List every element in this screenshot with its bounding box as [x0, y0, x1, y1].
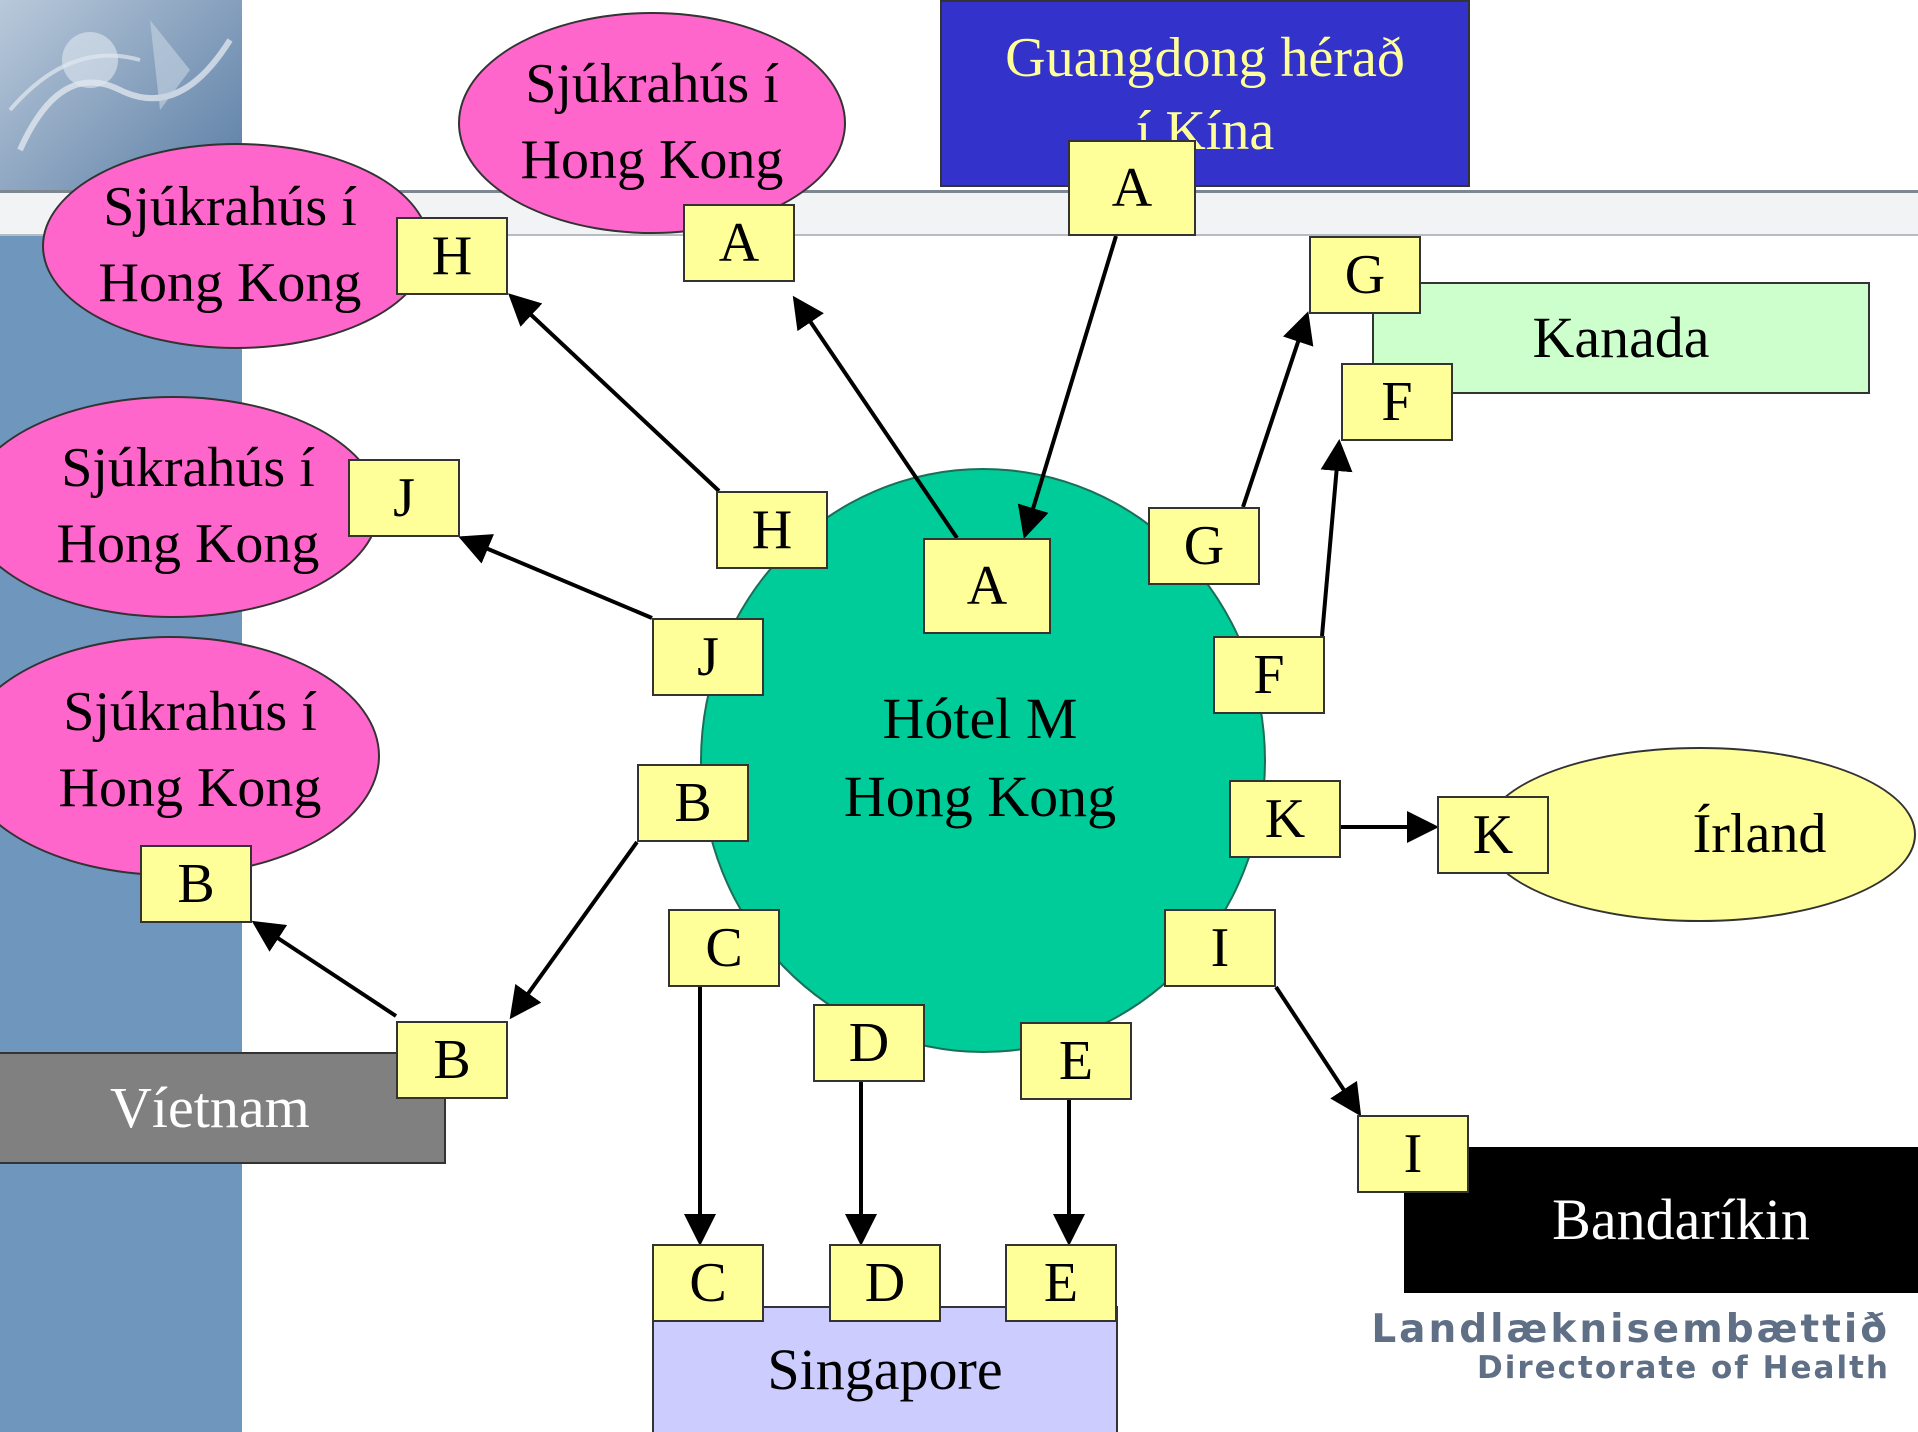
- hospital-4-line1: Sjúkrahús í: [63, 681, 317, 744]
- tag-h-hospital: H: [396, 217, 508, 295]
- tag-i-hotel: I: [1164, 909, 1276, 987]
- hospital-3-line2: Hong Kong: [56, 513, 320, 575]
- tag-d-singapore: D: [829, 1244, 941, 1322]
- hotel-line1: Hótel M: [882, 686, 1078, 751]
- guangdong-line1: Guangdong hérað: [1005, 27, 1405, 89]
- kanada-label: Kanada: [1532, 305, 1710, 371]
- tag-c-hotel: C: [668, 909, 780, 987]
- hospital-3-line1: Sjúkrahús í: [61, 437, 315, 500]
- arrow-b-hospital: [251, 920, 398, 1018]
- hospital-2-line1: Sjúkrahús í: [103, 176, 357, 239]
- irland-ellipse: Írland: [1483, 747, 1916, 922]
- bandarikin-box: Bandaríkin: [1404, 1147, 1918, 1293]
- logo-line1: Landlæknisembættið: [1371, 1307, 1890, 1352]
- arrow-h-hospital: [508, 293, 721, 493]
- hotel-line2: Hong Kong: [843, 764, 1117, 830]
- logo-line2: Directorate of Health: [1477, 1349, 1890, 1386]
- tag-k-hotel: K: [1229, 780, 1341, 858]
- arrow-a-guangdong: [1017, 235, 1118, 539]
- irland-label: Írland: [1692, 802, 1827, 865]
- hospital-4-line2: Hong Kong: [58, 757, 322, 819]
- arrow-f-kanada: [1320, 439, 1353, 637]
- tag-f-hotel: F: [1213, 636, 1325, 714]
- tag-b-hotel: B: [637, 764, 749, 842]
- singapore-label: Singapore: [767, 1337, 1003, 1403]
- tag-a-guangdong: A: [1068, 140, 1196, 236]
- hospital-1-line1: Sjúkrahús í: [525, 53, 779, 116]
- arrow-i-bandarikin: [1274, 985, 1362, 1117]
- tag-e-hotel: E: [1020, 1022, 1132, 1100]
- bandarikin-label: Bandaríkin: [1552, 1187, 1810, 1253]
- tag-i-bandarikin: I: [1357, 1115, 1469, 1193]
- arrow-j-hospital: [458, 534, 653, 620]
- tag-k-irland: K: [1437, 796, 1549, 874]
- hospital-1-line2: Hong Kong: [520, 129, 784, 191]
- hospital-ellipse-4: Sjúkrahús í Hong Kong: [0, 636, 380, 876]
- arrow-g-kanada: [1241, 311, 1314, 508]
- tag-c-singapore: C: [652, 1244, 764, 1322]
- vietnam-label: Víetnam: [110, 1075, 310, 1141]
- tag-g-kanada: G: [1309, 236, 1421, 314]
- tag-d-hotel: D: [813, 1004, 925, 1082]
- singapore-box: Singapore: [652, 1306, 1118, 1432]
- kanada-box: Kanada: [1372, 282, 1870, 394]
- hospital-ellipse-1: Sjúkrahús í Hong Kong: [458, 12, 846, 234]
- hotel-m-label: Hótel M Hong Kong: [800, 680, 1160, 837]
- tag-f-kanada: F: [1341, 363, 1453, 441]
- tag-a-hotel: A: [923, 538, 1051, 634]
- hospital-2-line2: Hong Kong: [98, 252, 362, 314]
- vietnam-box: Víetnam: [0, 1052, 446, 1164]
- tag-e-singapore: E: [1005, 1244, 1117, 1322]
- arrow-a-hospital: [792, 295, 959, 540]
- directorate-logo: Landlæknisembættið Directorate of Health: [1370, 1307, 1890, 1386]
- tag-b-vietnam: B: [396, 1021, 508, 1099]
- tag-j-hospital: J: [348, 459, 460, 537]
- hospital-ellipse-3: Sjúkrahús í Hong Kong: [0, 396, 380, 618]
- tag-h-hotel: H: [716, 491, 828, 569]
- tag-a-hospital: A: [683, 204, 795, 282]
- tag-j-hotel: J: [652, 618, 764, 696]
- tag-b-hospital: B: [140, 845, 252, 923]
- guangdong-box: Guangdong hérað í Kína: [940, 0, 1470, 187]
- tag-g-hotel: G: [1148, 507, 1260, 585]
- arrow-b-vietnam: [509, 840, 639, 1020]
